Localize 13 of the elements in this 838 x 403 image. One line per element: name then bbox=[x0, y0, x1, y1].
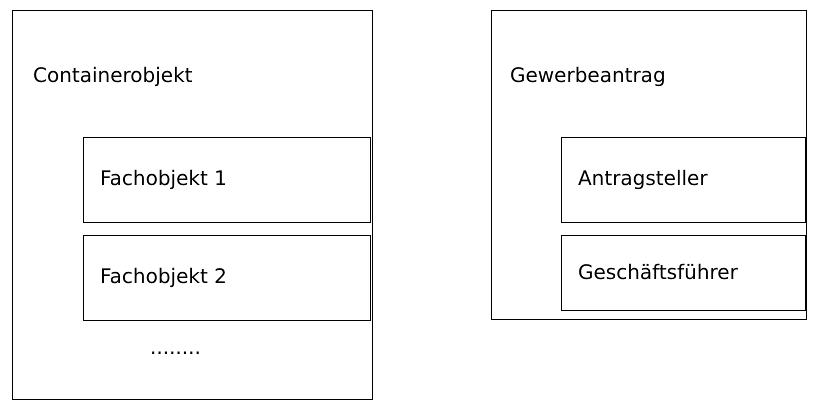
node-label: Geschäftsführer bbox=[578, 260, 738, 284]
node-label: Containerobjekt bbox=[33, 63, 193, 87]
node-label: Gewerbeantrag bbox=[510, 63, 666, 87]
container-box bbox=[491, 10, 807, 320]
container-box bbox=[12, 10, 373, 400]
node-label: Fachobjekt 1 bbox=[100, 166, 227, 190]
ellipsis-label: ........ bbox=[150, 335, 201, 359]
object-box bbox=[561, 137, 806, 223]
object-box bbox=[83, 235, 371, 321]
node-label: Fachobjekt 2 bbox=[100, 264, 227, 288]
object-box bbox=[561, 235, 806, 311]
object-box bbox=[83, 137, 371, 223]
node-label: Antragsteller bbox=[578, 166, 708, 190]
